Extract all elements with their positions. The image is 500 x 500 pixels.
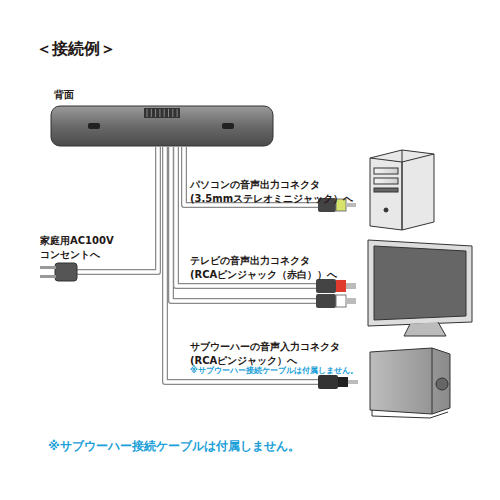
tv-monitor — [368, 240, 472, 336]
subwoofer-plug — [318, 375, 358, 389]
speaker-bar-outline — [50, 88, 274, 150]
subwoofer — [370, 348, 450, 418]
speaker-unit: 背面 — [50, 88, 274, 150]
connector-note: テレビの音声出力コネクタ (RCAピンジャック（赤白））へ — [190, 254, 365, 281]
connector-note: サブウーハーの音声入力コネクタ (RCAピンジャック）へ — [190, 340, 365, 367]
power-plug — [40, 263, 77, 281]
cable-note: ※サブウーハー接続ケーブルは付属しません。 — [190, 366, 390, 377]
diagram-title: ＜接続例＞ — [36, 38, 116, 60]
rca-plugs — [316, 279, 356, 308]
cable-note: ※サブウーハー接続ケーブルは付属しません。 — [48, 438, 468, 454]
connector-note: パソコンの音声出力コネクタ (3.5mmステレオミニジャック）へ — [190, 178, 365, 205]
part-heading: 背面 — [54, 88, 74, 102]
connector-note: 家庭用AC100V コンセントへ — [40, 234, 150, 261]
pc-tower — [370, 150, 434, 230]
